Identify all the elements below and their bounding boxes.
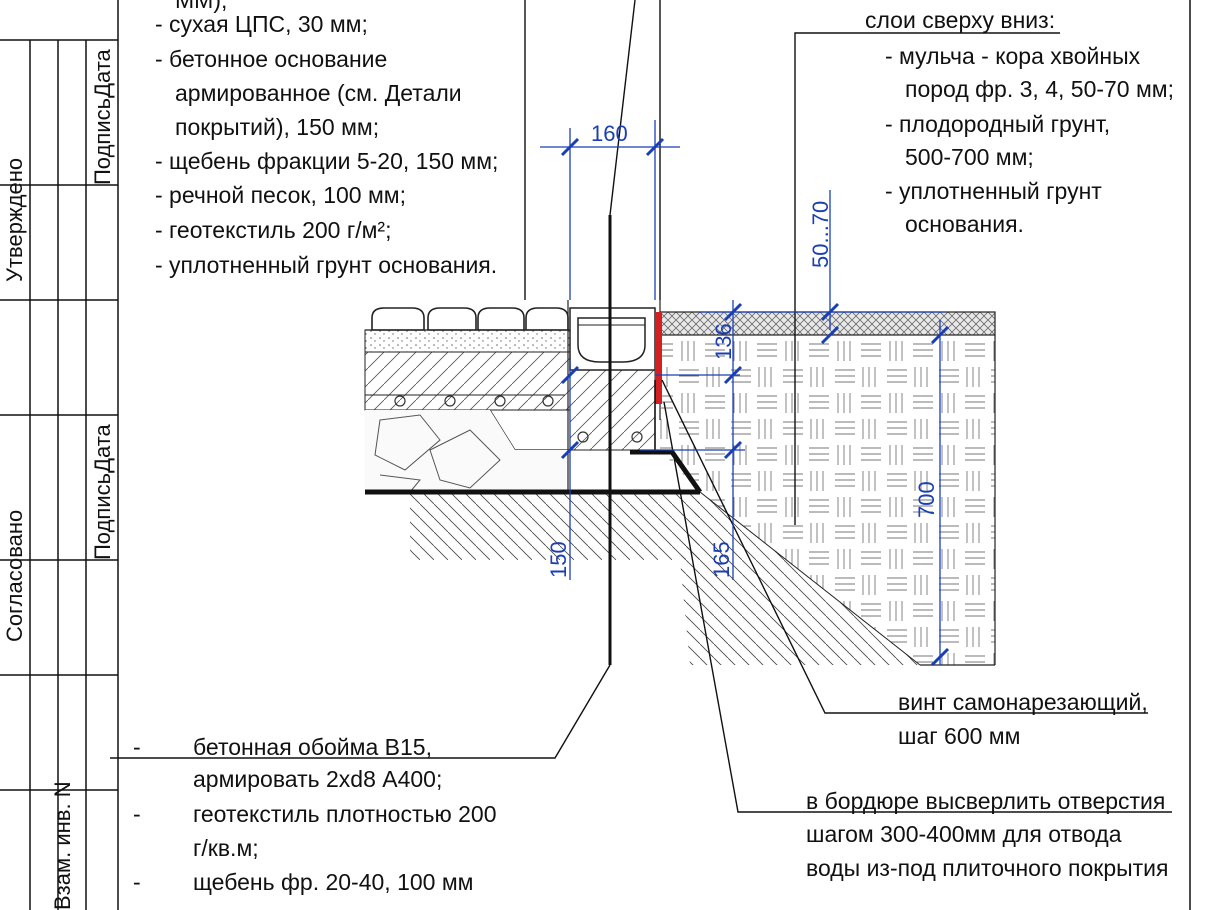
agreed-label: Согласовано [2,510,27,642]
dim-700-label: 700 [914,481,939,518]
screw-note-line: шаг 600 мм [898,723,1020,749]
heavy-outline [365,215,703,665]
dim-150-label: 150 [546,541,571,578]
left-note-line: - сухая ЦПС, 30 мм; [155,11,368,37]
edging-strip [655,312,662,404]
bottom-note-dash: - [133,869,141,895]
left-note-line: армированное (см. Детали [175,80,462,106]
dim-136-label: 136 [711,323,736,360]
curb-and-gutter [567,300,661,490]
dim-160-label: 160 [591,121,628,146]
left-note-line: - геотекстиль 200 г/м²; [155,217,391,243]
approved-label: Утверждено [2,158,27,282]
sign-date-top-label: ПодписьДата [90,48,115,185]
concrete-haunch-note: - бетонная обойма В15, армировать 2хd8 А… [133,734,497,895]
garden-soil [659,311,996,666]
bottom-note-dash: - [133,801,141,827]
garden-layers-note: слои сверху вниз: - мульча - кора хвойны… [865,7,1174,237]
paving-layers-note: ММ); - сухая ЦПС, 30 мм; - бетонное осно… [155,0,498,278]
right-note-line: - уплотненный грунт [885,178,1102,204]
right-note-line: 500-700 мм; [905,144,1034,170]
paving-structure [364,300,700,560]
left-note-line: - щебень фракции 5-20, 150 мм; [155,148,498,174]
bottom-note-line: щебень фр. 20-40, 100 мм [193,869,473,895]
screw-note-line: винт самонарезающий, [898,689,1148,715]
right-note-line: - плодородный грунт, [885,111,1110,137]
dimension-lines [540,120,945,665]
bottom-note-line: геотекстиль плотностью 200 [193,801,497,827]
left-note-line: ММ); [175,0,227,13]
right-note-header: слои сверху вниз: [865,7,1055,33]
dim-50-70-label: 50...70 [808,201,833,268]
drill-note-line: воды из-под плиточного покрытия [806,855,1169,881]
right-note-line: основания. [905,211,1024,237]
right-note-line: пород фр. 3, 4, 50-70 мм; [905,76,1174,102]
left-note-line: - бетонное основание [155,46,387,72]
side-stamp [0,0,119,910]
drill-note-line: шагом 300-400мм для отвода [806,821,1122,847]
dimension-ticks [560,137,950,667]
bottom-note-line: бетонная обойма В15, [193,734,432,760]
left-note-line: - речной песок, 100 мм; [155,182,406,208]
drill-note-line: в бордюре высверлить отверстия [806,788,1165,814]
screw-note: винт самонарезающий, шаг 600 мм [898,689,1148,749]
bottom-note-line: г/кв.м; [193,835,259,861]
sign-date-bottom-label: ПодписьДата [90,423,115,560]
bottom-note-line: армировать 2хd8 А400; [193,766,442,792]
dim-165-label: 165 [709,541,734,578]
leader-lines [110,0,1172,813]
bottom-note-dash: - [133,734,141,760]
left-note-line: покрытий), 150 мм; [175,114,379,140]
right-note-line: - мульча - кора хвойных [885,43,1141,69]
left-note-line: - уплотненный грунт основания. [155,252,497,278]
inv-label: Взам. инв. N [50,781,75,910]
drill-note: в бордюре высверлить отверстия шагом 300… [806,788,1169,881]
